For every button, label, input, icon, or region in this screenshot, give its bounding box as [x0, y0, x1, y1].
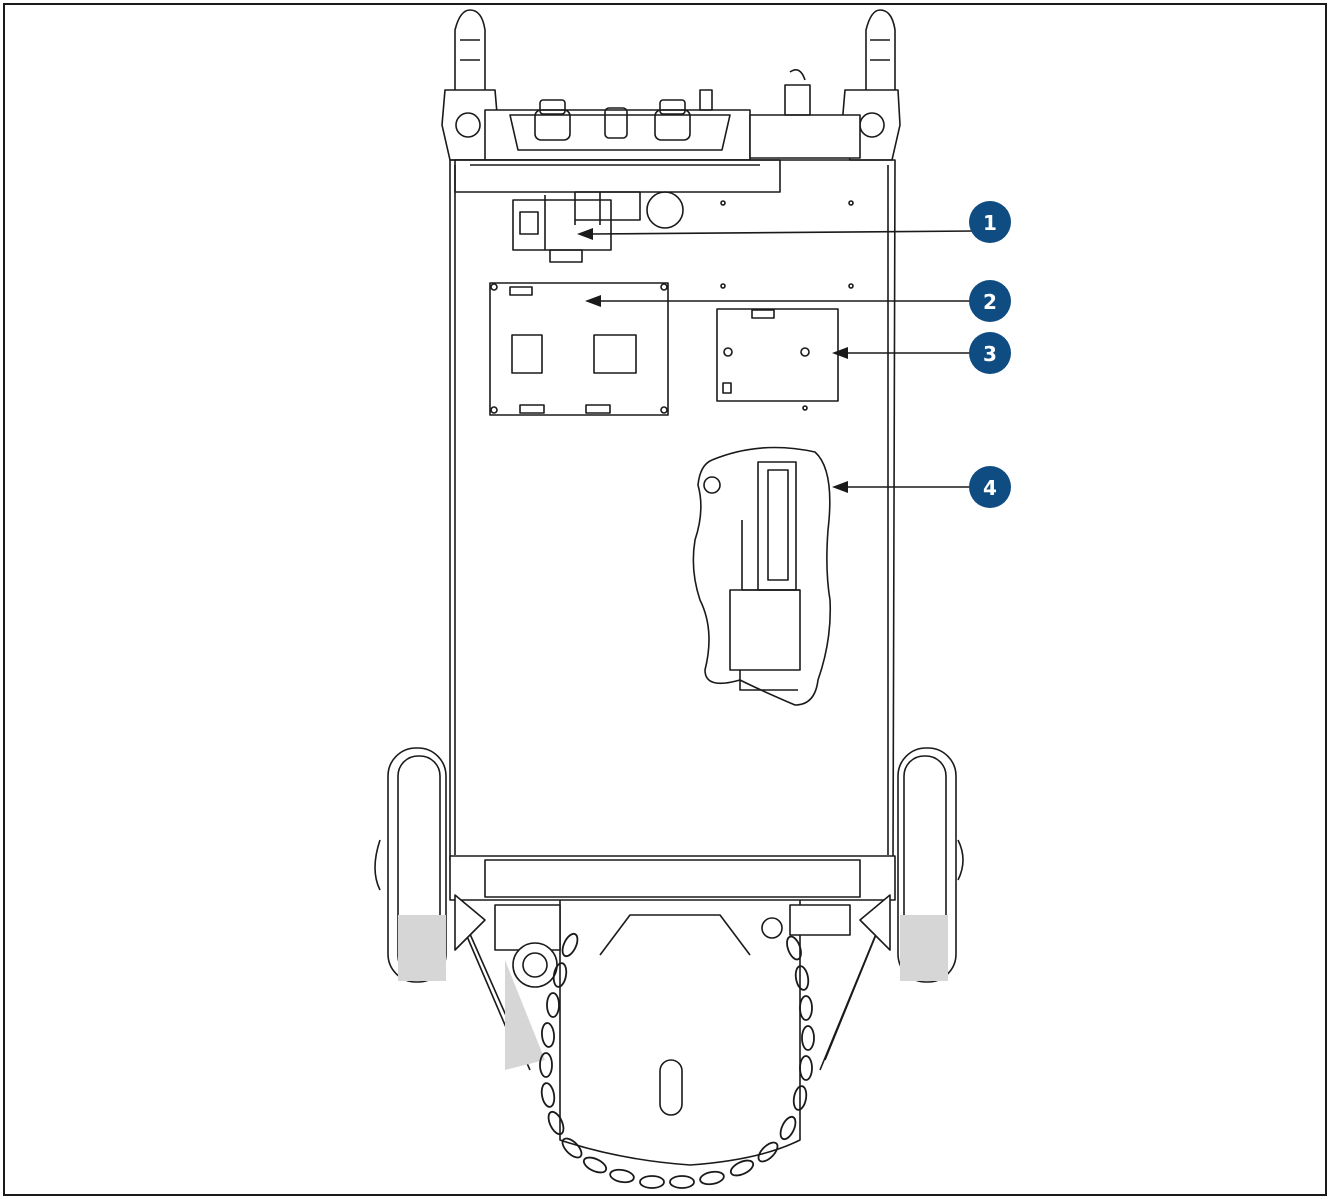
callout-circle	[969, 466, 1011, 508]
callout-label: 3	[983, 342, 997, 366]
arrowhead-4	[832, 481, 848, 493]
arrowhead-2	[585, 295, 601, 307]
right-handle	[841, 9, 901, 161]
callout-label: 4	[983, 476, 997, 500]
lower-frame	[449, 855, 896, 1166]
component-1	[512, 191, 684, 263]
left-handle	[441, 9, 499, 161]
callout-label: 2	[983, 290, 997, 314]
top-control-panel	[454, 69, 861, 193]
figure-border	[3, 3, 1327, 1196]
arrowhead-3	[832, 347, 848, 359]
callout-circle	[969, 201, 1011, 243]
component-3-board	[716, 308, 839, 411]
leader-1	[589, 230, 976, 235]
left-wheel	[374, 747, 447, 983]
callout-badge-4: 4	[969, 466, 1011, 508]
callout-badge-3: 3	[969, 332, 1011, 374]
arrowhead-1	[577, 228, 593, 240]
callout-circle	[969, 280, 1011, 322]
tow-chain	[539, 932, 815, 1189]
component-2-board	[489, 282, 669, 416]
machine-drawing	[374, 9, 964, 1189]
callout-badge-1: 1	[969, 201, 1011, 243]
callout-label: 1	[983, 211, 997, 235]
component-4-cutaway	[692, 446, 832, 706]
callout-badge-2: 2	[969, 280, 1011, 322]
callout-leaders	[577, 228, 976, 493]
callout-circle	[969, 332, 1011, 374]
right-wheel	[897, 747, 964, 983]
